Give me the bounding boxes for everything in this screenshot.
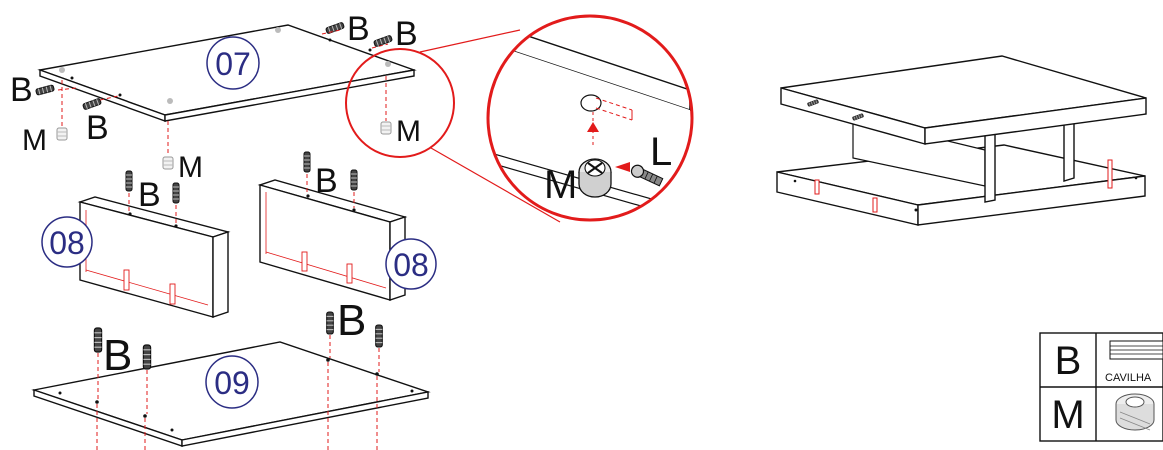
svg-text:07: 07 <box>215 46 251 82</box>
svg-text:B: B <box>138 176 161 214</box>
svg-text:08: 08 <box>49 225 85 261</box>
svg-text:B: B <box>315 162 338 200</box>
svg-text:08: 08 <box>393 247 429 283</box>
dowel-icon <box>326 311 334 335</box>
cam-bolt-icon <box>630 164 664 187</box>
part-number-08-left: 08 <box>41 216 93 268</box>
part-number-08-right: 08 <box>385 238 437 290</box>
legend-code-b: B <box>1055 339 1082 383</box>
part-number-07: 07 <box>206 36 260 90</box>
assembled-unit <box>776 55 1147 226</box>
dowel-icon <box>35 84 55 96</box>
dowel-icon <box>325 21 345 35</box>
svg-text:B: B <box>347 10 370 48</box>
svg-text:B: B <box>86 109 109 147</box>
dowel-icon <box>350 169 358 191</box>
part-number-09: 09 <box>205 355 259 409</box>
cam-lock-icon <box>380 121 392 135</box>
svg-text:B: B <box>103 331 132 380</box>
svg-text:B: B <box>395 15 418 53</box>
dowel-icon <box>303 151 311 173</box>
svg-text:B: B <box>10 71 33 109</box>
cam-lock-icon <box>56 127 68 141</box>
dowel-icon <box>93 327 103 353</box>
svg-text:M: M <box>544 163 577 207</box>
hardware-legend: B M CAVILHA <box>1039 332 1163 442</box>
cam-lock-icon <box>162 156 174 170</box>
legend-caption-cavilha: CAVILHA <box>1105 372 1152 384</box>
svg-text:B: B <box>337 296 366 345</box>
dowel-icon <box>142 344 152 370</box>
svg-text:M: M <box>22 124 47 157</box>
dowel-icon <box>1109 340 1163 360</box>
left-divider-08 <box>77 196 231 318</box>
right-divider-08 <box>257 179 408 301</box>
cam-lock-icon <box>578 158 612 198</box>
dowel-icon <box>172 182 180 204</box>
svg-text:M: M <box>396 115 421 148</box>
svg-text:M: M <box>178 151 203 184</box>
guide-lines <box>96 174 380 450</box>
legend-code-m: M <box>1051 393 1084 437</box>
guide-lines <box>57 29 389 156</box>
svg-text:09: 09 <box>214 365 250 401</box>
cam-lock-icon <box>1115 393 1155 431</box>
dowel-icon <box>373 34 393 48</box>
detail-callout: M L <box>345 14 694 223</box>
cam-bolt-label: L <box>650 130 672 174</box>
dowel-icon <box>375 324 383 348</box>
dowel-icon <box>125 170 133 192</box>
